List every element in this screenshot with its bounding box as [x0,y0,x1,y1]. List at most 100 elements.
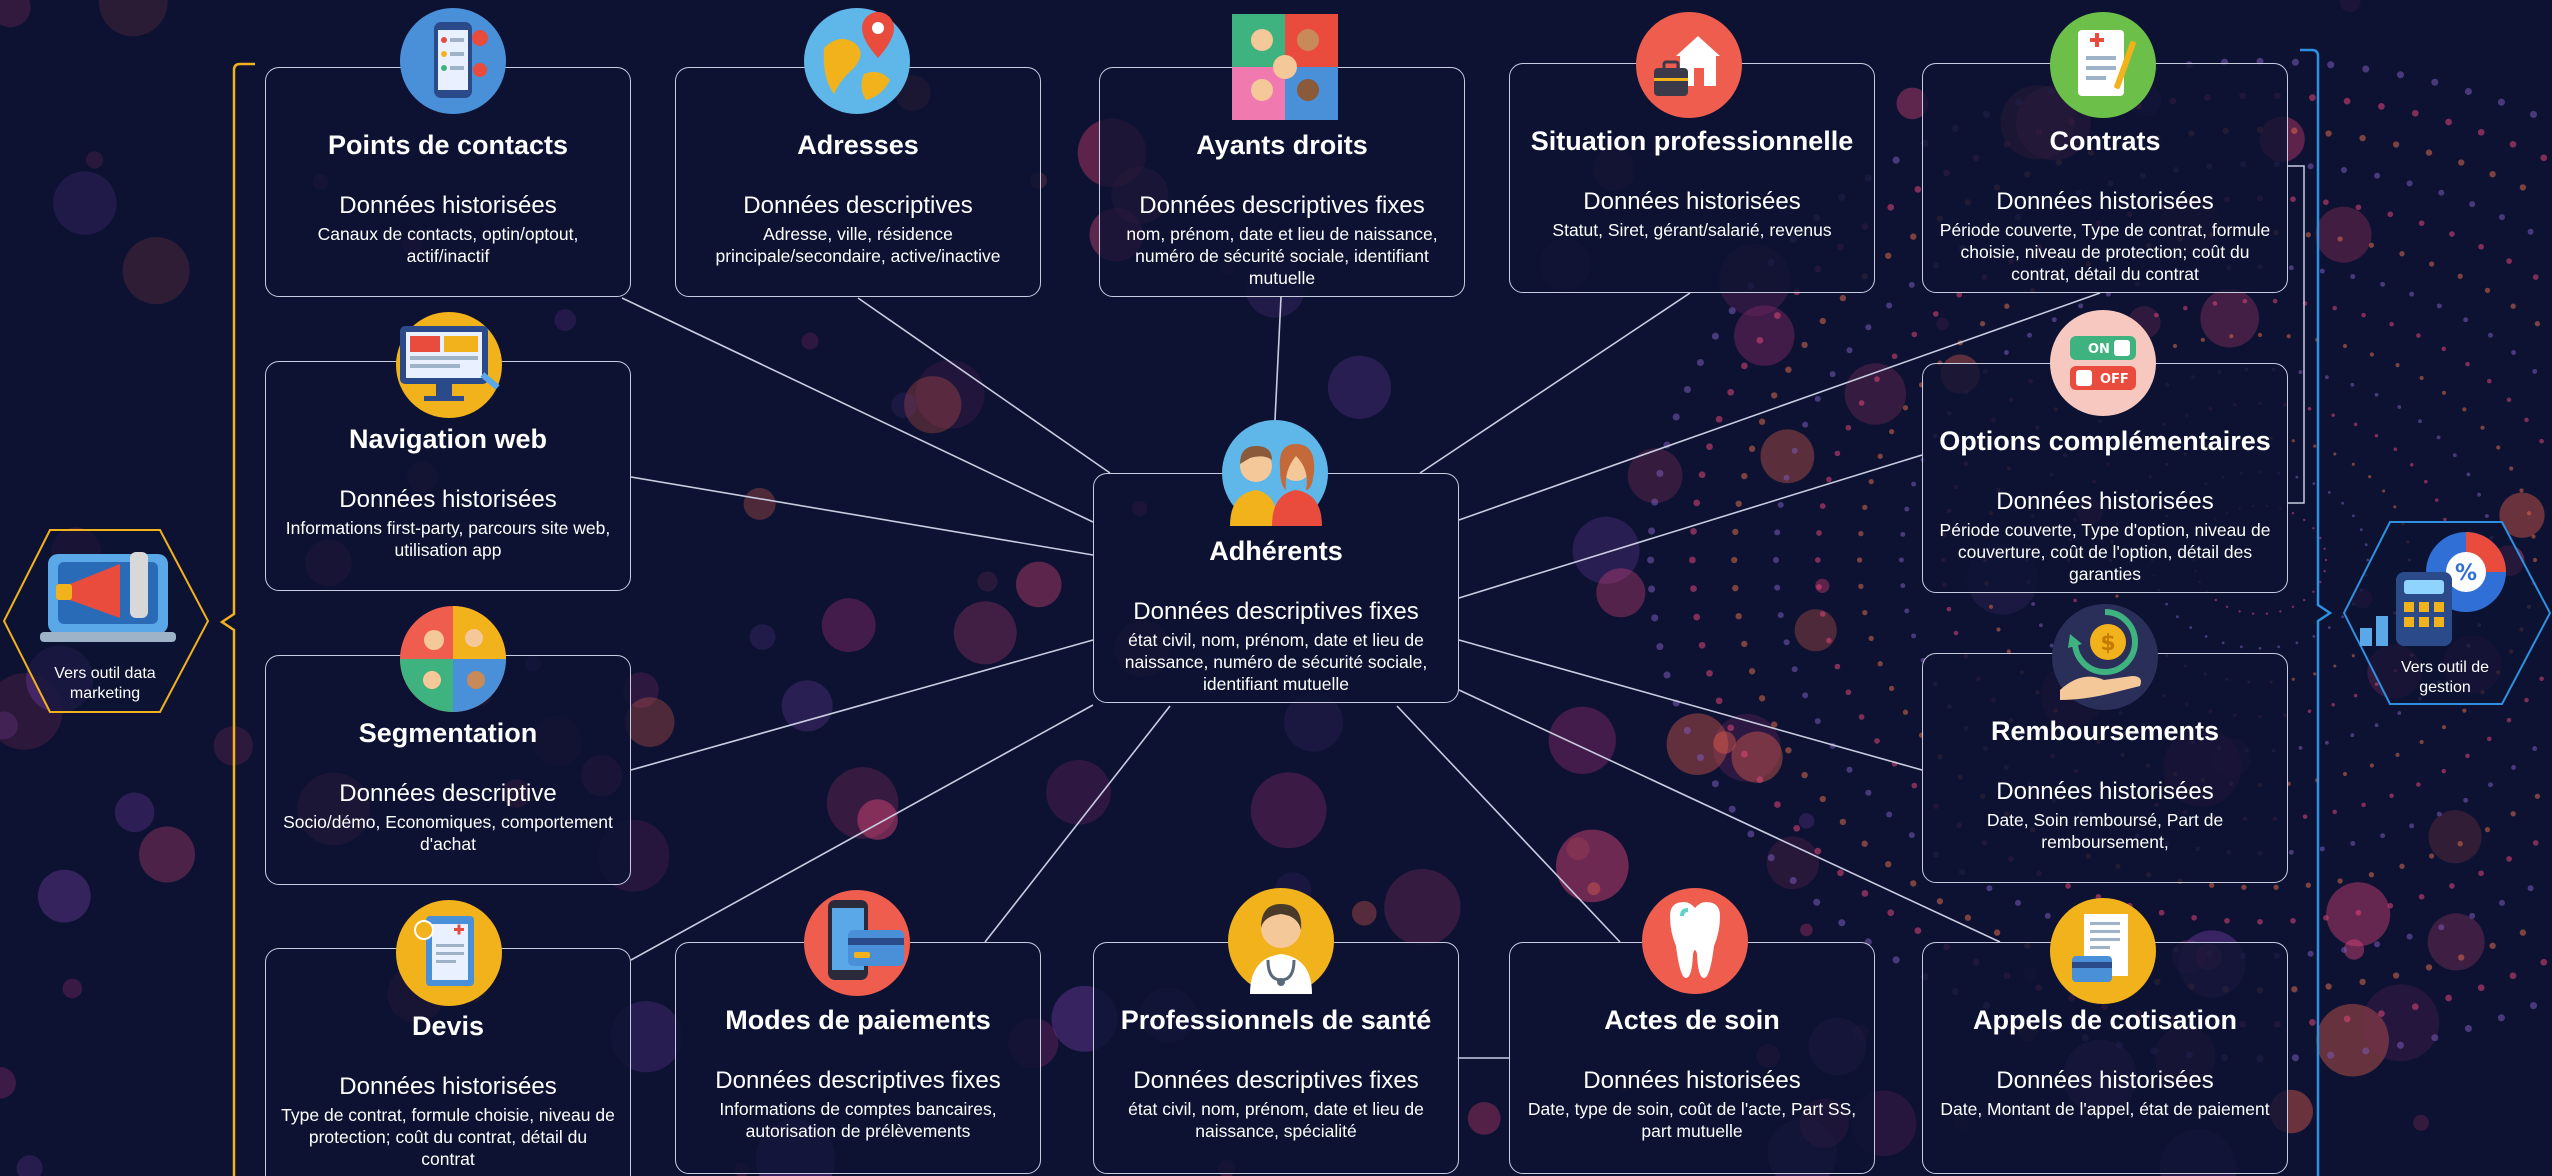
swirl-dot [2319,846,2325,852]
connection-line [1458,689,2001,943]
swirl-dot [2389,321,2394,327]
swirl-dot [2478,243,2484,250]
swirl-dot [2397,711,2402,715]
swirl-dot [2488,782,2493,788]
swirl-dot [1865,324,1872,331]
swirl-dot [2458,159,2465,166]
bokeh-dot [1731,731,1783,783]
swirl-dot [1846,347,1853,354]
swirl-dot [2441,768,2447,774]
swirl-dot [2374,682,2379,686]
swirl-dot [2324,558,2328,562]
swirl-dot [2031,602,2036,606]
swirl-dot [1735,500,1742,507]
swirl-dot [2225,605,2229,608]
swirl-dot [1868,635,1874,642]
swirl-dot [2445,994,2452,1002]
swirl-dot [1656,643,1664,651]
svg-text:ON: ON [2088,342,2110,357]
swirl-dot [2319,580,2322,584]
management-tool-hexagon: % [2342,521,2552,705]
bokeh-dot [1587,882,1601,896]
swirl-dot [2489,171,2496,178]
bokeh-dot [1556,829,1629,903]
swirl-dot [1885,861,1892,868]
swirl-dot [2510,303,2516,309]
bokeh-dot [623,672,659,708]
swirl-dot [2291,439,2295,443]
on-off-toggle-icon: ON OFF [2050,310,2156,416]
card-kind: Données historisées [1583,1067,1801,1094]
swirl-dot [2499,214,2505,221]
swirl-dot [1819,611,1826,617]
swirl-dot [2342,343,2348,349]
swirl-dot [2212,301,2218,306]
swirl-dot [2497,98,2505,106]
swirl-dot [1728,805,1736,813]
swirl-dot [2204,635,2208,638]
invoice-card-icon [2050,898,2156,1004]
swirl-dot [2359,528,2363,532]
swirl-dot [2532,557,2538,563]
swirl-dot [1647,556,1655,564]
swirl-dot [1711,332,1719,340]
card-kind: Données descriptives [743,192,973,219]
swirl-dot [1756,776,1764,784]
swirl-dot [1693,499,1701,507]
card-title: Ayants droits [1196,130,1368,160]
swirl-dot [1711,780,1719,788]
bokeh-dot [1467,1102,1501,1135]
card-title: Adhérents [1209,536,1343,566]
swirl-dot [2393,447,2398,452]
swirl-dot [1868,478,1874,485]
swirl-dot [2389,793,2394,799]
swirl-dot [2341,947,2347,953]
swirl-dot [2374,941,2381,948]
swirl-dot [2480,425,2485,430]
swirl-dot [2288,849,2294,855]
swirl-dot [1888,685,1895,692]
svg-text:OFF: OFF [2100,372,2129,387]
connection-line [1274,296,1282,421]
swirl-dot [2380,281,2386,287]
swirl-dot [1845,424,1852,431]
swirl-dot [2406,933,2413,940]
refund-hand-coin-icon: $ [2052,604,2158,710]
swirl-dot [1979,321,1986,327]
swirl-dot [1741,362,1748,370]
swirl-dot [2272,298,2278,304]
swirl-dot [2038,623,2043,628]
connection-line [630,704,1094,961]
swirl-dot [1648,527,1656,535]
swirl-dot [1785,747,1792,754]
swirl-dot [1888,428,1895,435]
bokeh-dot [0,711,18,740]
card-detail: Statut, Siret, gérant/salarié, revenus [1552,220,1832,240]
bokeh-dot [0,1067,16,1099]
swirl-dot [2305,882,2311,888]
connection-line [1458,639,1923,771]
swirl-dot [1735,613,1742,620]
swirl-dot [2073,598,2077,603]
swirl-dot [2463,317,2469,323]
bokeh-dot [826,767,899,839]
bokeh-dot [915,359,985,429]
swirl-dot [1988,604,1994,609]
swirl-dot [1885,252,1892,259]
swirl-dot [1911,782,1918,789]
swirl-dot [2324,375,2329,380]
swirl-dot [1741,640,1748,648]
swirl-dot [1892,956,1900,964]
swirl-dot [2527,228,2534,235]
swirl-dot [1814,557,1821,563]
swirl-dot [1936,898,1944,905]
swirl-dot [2374,434,2379,438]
bokeh-dot [1046,760,1111,825]
swirl-dot [2327,1051,2335,1059]
swirl-dot [1773,557,1779,563]
swirl-dot [2464,87,2472,96]
swirl-dot [1892,156,1900,164]
swirl-dot [2418,419,2422,424]
swirl-dot [2409,291,2415,297]
swirl-dot [1874,738,1880,744]
